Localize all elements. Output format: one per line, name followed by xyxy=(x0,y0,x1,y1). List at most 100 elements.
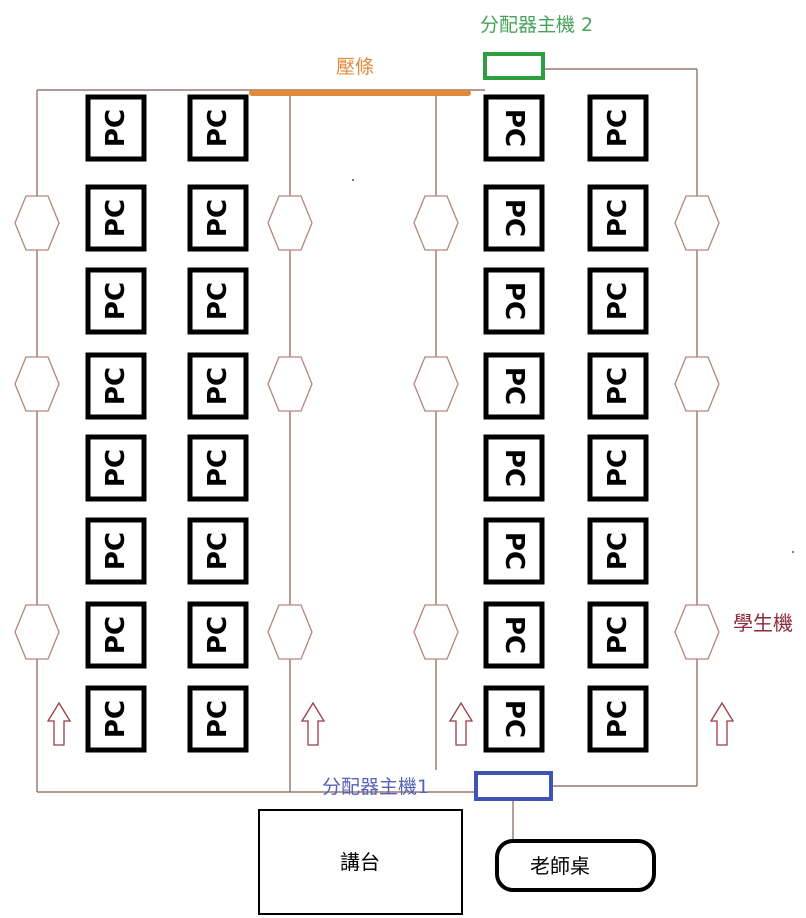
pc-label: PC xyxy=(499,282,529,320)
pc-label: PC xyxy=(603,700,633,738)
hexagon-node-icon xyxy=(14,604,60,660)
pc-station: PC xyxy=(85,184,147,252)
up-arrow-icon xyxy=(46,701,72,746)
pc-station: PC xyxy=(187,434,249,502)
pc-box xyxy=(187,434,249,502)
pc-station: PC xyxy=(85,517,147,585)
pc-label: PC xyxy=(499,109,529,147)
pc-label: PC xyxy=(101,616,131,654)
hexagon-node-icon xyxy=(267,195,313,251)
teacher-desk-label: 老師桌 xyxy=(530,854,590,878)
direction-arrows xyxy=(46,701,735,746)
teacher-desk-box xyxy=(495,839,656,892)
pc-box xyxy=(587,601,649,669)
hexagon-node-icon xyxy=(413,604,459,660)
hexagon-node-icon xyxy=(413,356,459,412)
pc-box xyxy=(483,267,545,335)
pc-station: PC xyxy=(85,352,147,420)
pc-box xyxy=(187,601,249,669)
pc-station: PC xyxy=(587,267,649,335)
pc-label: PC xyxy=(101,109,131,147)
hub-1-box xyxy=(474,771,553,801)
pc-label: PC xyxy=(203,616,233,654)
pc-label: PC xyxy=(203,700,233,738)
pc-station: PC xyxy=(85,94,147,162)
pc-station: PC xyxy=(187,517,249,585)
pc-label: PC xyxy=(101,367,131,405)
pc-station: PC xyxy=(483,184,545,252)
pc-box xyxy=(85,685,147,753)
pc-label: PC xyxy=(603,449,633,487)
hexagon-node-icon xyxy=(14,195,60,251)
pc-box xyxy=(483,94,545,162)
hub-2-box xyxy=(483,52,545,80)
pc-station: PC xyxy=(483,601,545,669)
pc-station: PC xyxy=(483,517,545,585)
pc-label: PC xyxy=(203,282,233,320)
pc-box xyxy=(587,352,649,420)
pc-station: PC xyxy=(587,184,649,252)
pc-box xyxy=(587,685,649,753)
pc-station: PC xyxy=(187,267,249,335)
up-arrow-icon xyxy=(300,701,326,746)
pc-label: PC xyxy=(603,616,633,654)
pc-box xyxy=(587,517,649,585)
pc-label: PC xyxy=(203,109,233,147)
podium-box xyxy=(258,809,463,915)
pc-label: PC xyxy=(499,616,529,654)
pc-station: PC xyxy=(483,94,545,162)
pc-box xyxy=(85,94,147,162)
pc-station: PC xyxy=(587,94,649,162)
pc-station: PC xyxy=(587,685,649,753)
pc-station: PC xyxy=(187,94,249,162)
hub-1-label: 分配器主機1 xyxy=(322,776,429,798)
pc-label: PC xyxy=(101,449,131,487)
pc-box xyxy=(587,184,649,252)
hexagon-nodes xyxy=(14,195,720,660)
pc-label: PC xyxy=(203,449,233,487)
hexagon-node-icon xyxy=(14,356,60,412)
pc-box xyxy=(483,685,545,753)
pc-box xyxy=(187,184,249,252)
pc-label: PC xyxy=(101,199,131,237)
pc-label: PC xyxy=(603,367,633,405)
student-machine-label: 學生機 xyxy=(733,611,793,635)
pc-box xyxy=(483,352,545,420)
pc-station: PC xyxy=(187,685,249,753)
hexagon-node-icon xyxy=(267,604,313,660)
pc-station: PC xyxy=(85,601,147,669)
stray-dot xyxy=(792,551,794,553)
pc-box xyxy=(187,267,249,335)
pc-station: PC xyxy=(587,434,649,502)
pc-box xyxy=(85,184,147,252)
pc-label: PC xyxy=(203,199,233,237)
up-arrow-icon xyxy=(448,701,474,746)
pc-label: PC xyxy=(603,199,633,237)
pc-label: PC xyxy=(499,700,529,738)
up-arrow-icon xyxy=(709,701,735,746)
pc-grid: PC PC PC PC PC PC PC PC PC PC PC PC PC PC PC PC PC PC PC PC… xyxy=(85,94,649,753)
pc-station: PC xyxy=(483,434,545,502)
pc-station: PC xyxy=(187,352,249,420)
pc-station: PC xyxy=(587,517,649,585)
pc-label: PC xyxy=(499,532,529,570)
pc-label: PC xyxy=(203,367,233,405)
pc-label: PC xyxy=(203,532,233,570)
pc-box xyxy=(187,352,249,420)
pc-station: PC xyxy=(85,267,147,335)
pc-station: PC xyxy=(483,352,545,420)
pc-label: PC xyxy=(101,532,131,570)
pc-box xyxy=(587,434,649,502)
pc-box xyxy=(483,601,545,669)
press-strip-label: 壓條 xyxy=(336,56,374,78)
pc-station: PC xyxy=(483,685,545,753)
pc-station: PC xyxy=(85,434,147,502)
pc-box xyxy=(85,434,147,502)
hexagon-node-icon xyxy=(413,195,459,251)
pc-box xyxy=(85,601,147,669)
pc-label: PC xyxy=(603,532,633,570)
pc-box xyxy=(483,184,545,252)
pc-label: PC xyxy=(499,449,529,487)
pc-label: PC xyxy=(603,109,633,147)
